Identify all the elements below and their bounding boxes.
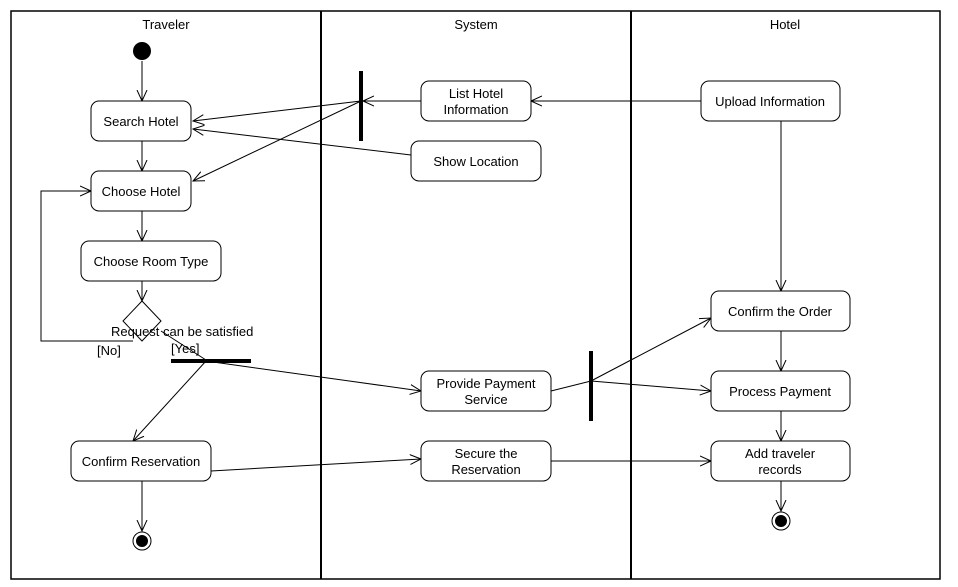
- activity-process-payment-label: Process Payment: [729, 384, 831, 399]
- activity-show-location-label: Show Location: [433, 154, 518, 169]
- activity-upload-information[interactable]: Upload Information: [700, 80, 841, 122]
- activity-confirm-reservation-label: Confirm Reservation: [82, 454, 201, 469]
- activity-show-location[interactable]: Show Location: [410, 140, 542, 182]
- activity-list-hotel-information-line2: Information: [443, 102, 508, 117]
- guard-yes-label: [Yes]: [171, 341, 199, 356]
- edge-show-location-to-search: [193, 129, 412, 156]
- edge-fork-to-payment-service: [205, 360, 421, 391]
- lane-title-system: System: [454, 17, 497, 32]
- edge-payment-service-to-fork2: [550, 380, 592, 392]
- swimlane-frame: [10, 10, 941, 580]
- decision-node: [122, 300, 162, 342]
- fork-bar-traveler: [171, 359, 251, 363]
- activity-secure-reservation-line1: Secure the: [455, 446, 518, 461]
- activity-choose-room-type[interactable]: Choose Room Type: [80, 240, 222, 282]
- activity-provide-payment-service[interactable]: Provide Payment Service: [420, 370, 552, 412]
- final-node-traveler: [132, 531, 152, 551]
- initial-node: [133, 42, 151, 60]
- activity-add-traveler-records-line1: Add traveler: [745, 446, 816, 461]
- activity-confirm-order[interactable]: Confirm the Order: [710, 290, 851, 332]
- activity-upload-information-label: Upload Information: [715, 94, 825, 109]
- edge-sync-bar-to-search: [193, 100, 362, 121]
- activity-confirm-order-label: Confirm the Order: [728, 304, 833, 319]
- lane-title-hotel: Hotel: [770, 17, 800, 32]
- activity-process-payment[interactable]: Process Payment: [710, 370, 851, 412]
- activity-choose-hotel[interactable]: Choose Hotel: [90, 170, 192, 212]
- edge-no-loop: [40, 191, 133, 342]
- edge-fork2-to-process-payment: [590, 380, 711, 391]
- sync-bar-system-top: [359, 71, 363, 141]
- edge-confirm-res-to-secure: [210, 459, 421, 472]
- edge-fork-to-confirm-reservation: [133, 360, 207, 441]
- activity-search-hotel[interactable]: Search Hotel: [90, 100, 192, 142]
- activity-secure-reservation-line2: Reservation: [451, 462, 520, 477]
- lane-title-traveler: Traveler: [142, 17, 190, 32]
- activity-add-traveler-records-line2: records: [758, 462, 802, 477]
- activity-list-hotel-information-line1: List Hotel: [449, 86, 503, 101]
- activity-search-hotel-label: Search Hotel: [103, 114, 178, 129]
- activity-choose-hotel-label: Choose Hotel: [102, 184, 181, 199]
- final-node-hotel: [771, 511, 791, 531]
- edge-sync-bar-to-choose: [193, 100, 362, 181]
- activity-add-traveler-records[interactable]: Add traveler records: [710, 440, 851, 482]
- activity-provide-payment-service-line1: Provide Payment: [437, 376, 536, 391]
- guard-no-label: [No]: [97, 343, 121, 358]
- decision-label: Request can be satisfied: [111, 324, 253, 339]
- activity-secure-reservation[interactable]: Secure the Reservation: [420, 440, 552, 482]
- activity-provide-payment-service-line2: Service: [464, 392, 507, 407]
- fork-bar-system: [589, 351, 593, 421]
- edge-fork2-to-confirm-order: [590, 318, 711, 382]
- activity-confirm-reservation[interactable]: Confirm Reservation: [70, 440, 212, 482]
- activity-list-hotel-information[interactable]: List Hotel Information: [420, 80, 532, 122]
- edge-decision-yes-to-fork: [160, 330, 207, 361]
- activity-choose-room-type-label: Choose Room Type: [94, 254, 209, 269]
